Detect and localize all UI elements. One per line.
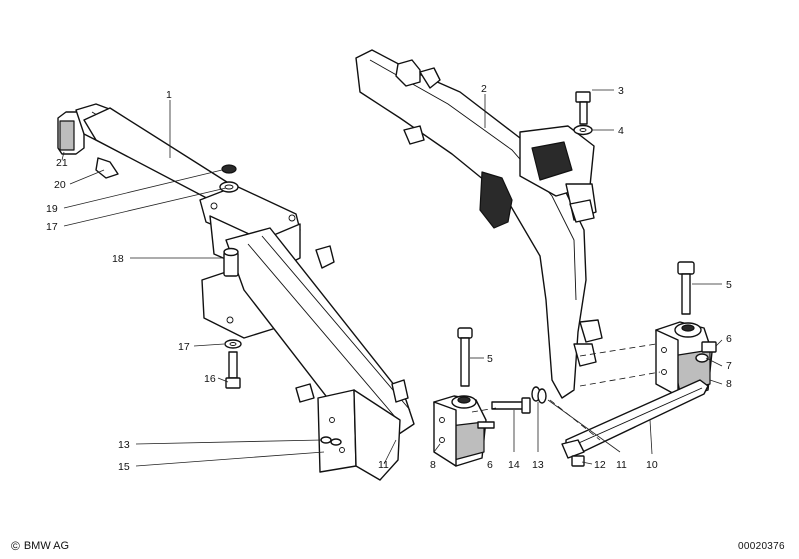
callout-11a: 11 — [378, 459, 389, 471]
callout-10: 10 — [646, 459, 658, 471]
callout-4: 4 — [618, 125, 624, 137]
callout-13a: 13 — [118, 439, 130, 451]
callout-13b: 13 — [532, 459, 544, 471]
copyright-brand: © BMW AG — [11, 539, 69, 553]
callout-16: 16 — [204, 373, 216, 385]
callout-5a: 5 — [726, 279, 732, 291]
assembly-lines — [471, 343, 661, 441]
callout-21: 21 — [56, 157, 68, 169]
callout-17b: 17 — [178, 341, 190, 353]
callout-numbers: 1 2 3 4 5 5 6 6 7 8 8 10 11 11 12 13 13 … — [46, 83, 732, 473]
callout-17a: 17 — [46, 221, 58, 233]
diagram-id: 00020376 — [738, 541, 785, 552]
engine-mount-centre — [433, 327, 547, 467]
callout-3: 3 — [618, 85, 624, 97]
copyright-symbol: © — [11, 539, 20, 553]
callout-14: 14 — [508, 459, 520, 471]
crossmember-left — [57, 103, 415, 481]
callout-8b: 8 — [430, 459, 436, 471]
left-mount-hardware — [219, 164, 342, 446]
callout-1: 1 — [166, 89, 172, 101]
engine-mount-right — [655, 261, 717, 399]
leader-lines — [61, 89, 723, 467]
callout-15: 15 — [118, 461, 130, 473]
callout-20: 20 — [54, 179, 66, 191]
callout-18: 18 — [112, 253, 124, 265]
callout-8a: 8 — [726, 378, 732, 390]
callout-2: 2 — [481, 83, 487, 95]
callout-6b: 6 — [487, 459, 493, 471]
callout-12: 12 — [594, 459, 606, 471]
callout-19: 19 — [46, 203, 58, 215]
brand-name: BMW AG — [23, 540, 70, 552]
callout-11b: 11 — [616, 459, 627, 471]
callout-5b: 5 — [487, 353, 493, 365]
callout-6a: 6 — [726, 333, 732, 345]
crossmember-right — [355, 49, 603, 399]
callout-7: 7 — [726, 360, 732, 372]
support-strut — [561, 379, 709, 467]
bolt-washer-top — [573, 91, 593, 136]
